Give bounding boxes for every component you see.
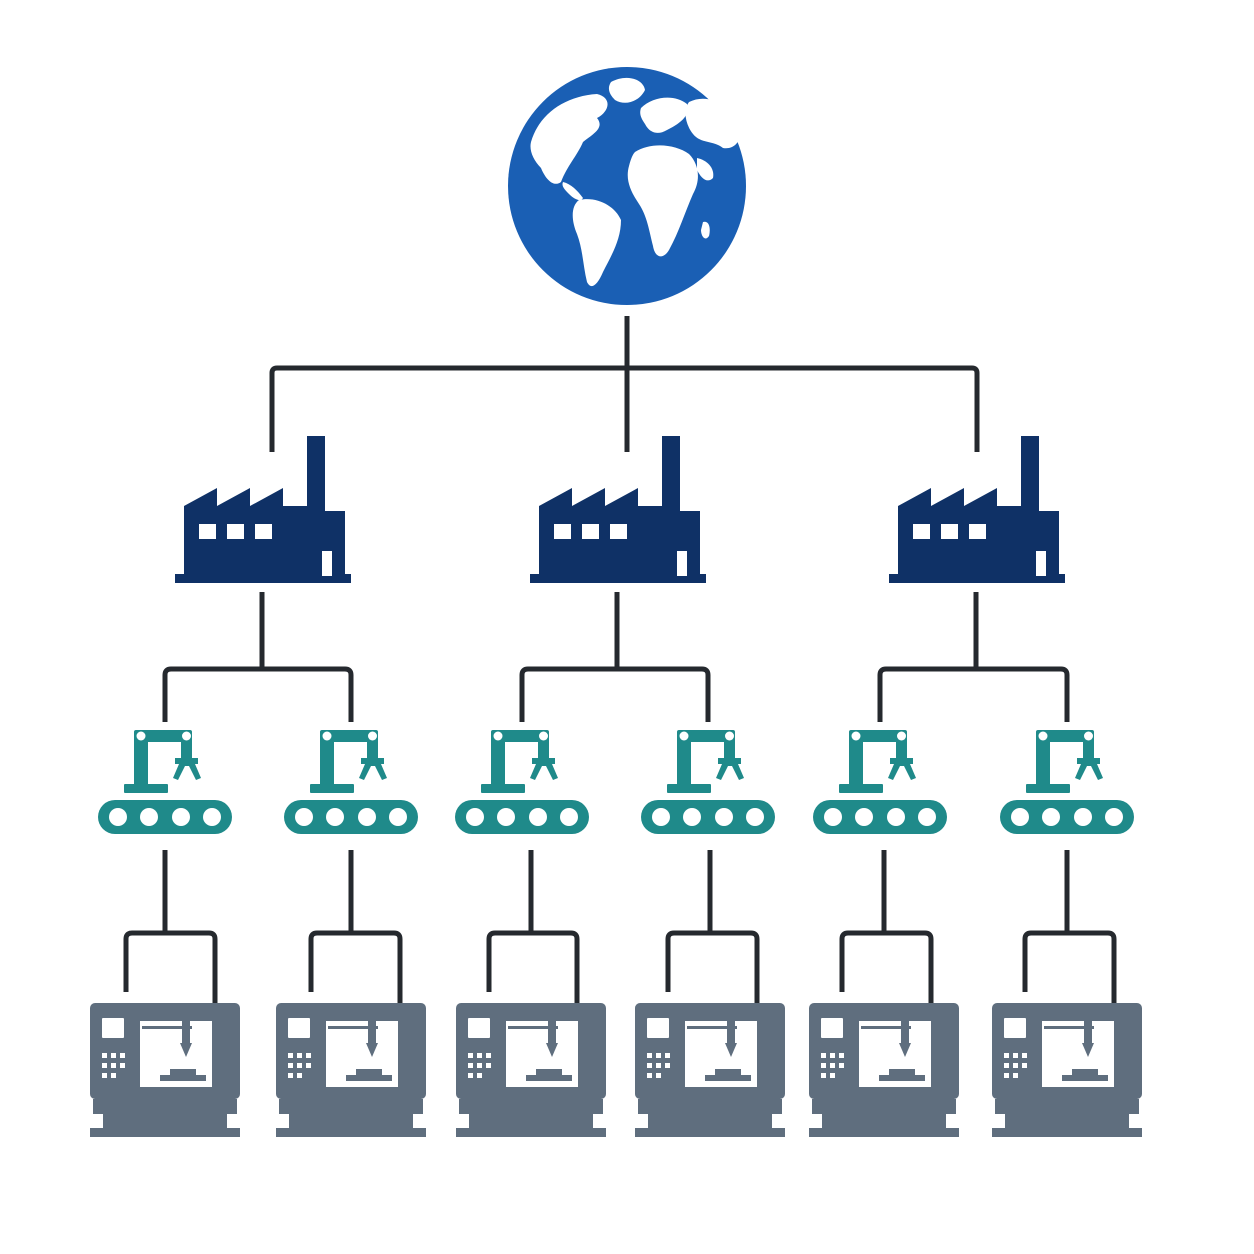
factory-icon (530, 436, 706, 583)
cnc-machine-icon (456, 1003, 606, 1137)
line-to-machine (665, 930, 760, 1003)
robot-arm-conveyor-icon (284, 730, 418, 834)
cnc-machine-icon (276, 1003, 426, 1137)
connector-lines (123, 316, 1117, 1003)
robot-arm-conveyor-icon (455, 730, 589, 834)
cnc-machine-icon (635, 1003, 785, 1137)
factory-to-lines-line (877, 666, 1070, 722)
factory-icon (889, 436, 1065, 583)
line-to-machine (486, 930, 580, 1003)
line-to-machine (839, 930, 934, 1003)
cnc-machine-icon (90, 1003, 240, 1137)
robot-arm-conveyor-icon (641, 730, 775, 834)
line-to-machine (123, 930, 218, 1003)
robot-arm-conveyor-icon (98, 730, 232, 834)
line-to-machine (308, 930, 403, 1003)
robot-arm-conveyor-icon (1000, 730, 1134, 834)
factory-icon (175, 436, 351, 583)
globe-to-factories-line (269, 365, 980, 452)
globe-icon (508, 67, 746, 305)
factory-to-lines-line (519, 666, 711, 722)
cnc-machine-icon (992, 1003, 1142, 1137)
robot-arm-conveyor-icon (813, 730, 947, 834)
factory-to-lines-line (162, 666, 354, 722)
line-to-machine (1022, 930, 1117, 1003)
cnc-machine-icon (809, 1003, 959, 1137)
